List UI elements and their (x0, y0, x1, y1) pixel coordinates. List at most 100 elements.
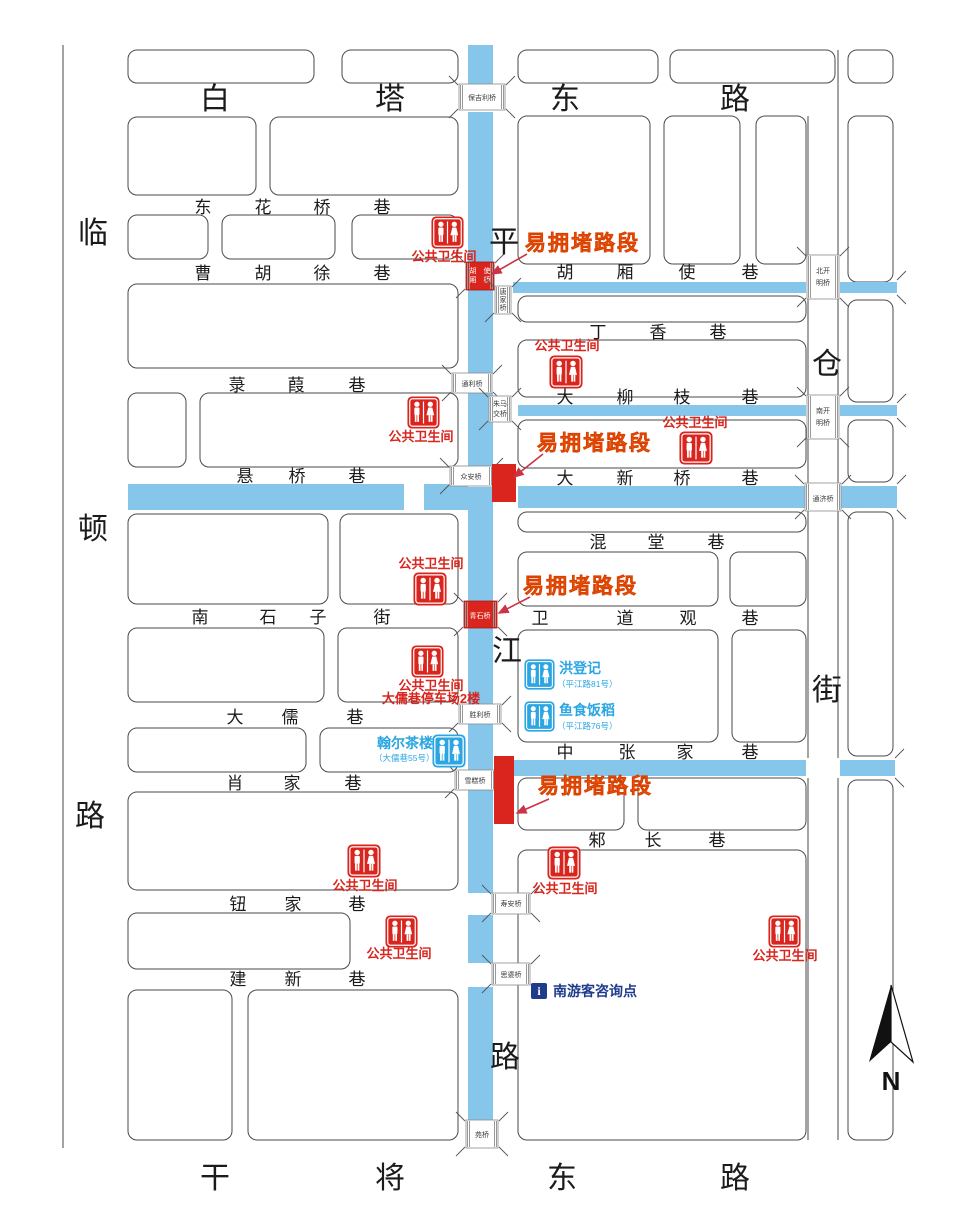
city-block (637, 777, 807, 831)
bridge-hatch (448, 108, 459, 119)
bridge-label: 通济桥 (813, 494, 834, 503)
poi-name: 鱼食饭稻 (559, 702, 615, 718)
public-toilet-label: 公共卫生间 (532, 881, 597, 896)
road-label: 塔 (375, 83, 405, 116)
info-point-icon (531, 983, 547, 999)
lane-label: 巷 (374, 198, 391, 217)
lane-label: 巷 (708, 533, 725, 552)
road-label: 平 (489, 226, 519, 259)
lane-label: 巷 (347, 708, 364, 727)
bridge-hatch (439, 484, 450, 495)
river-segment (468, 724, 493, 770)
lane-label: 新 (617, 469, 634, 488)
lane-label: 观 (680, 609, 697, 628)
bridge-hatch (453, 626, 464, 637)
bridge-label: 苑桥 (475, 1130, 489, 1139)
bridge-hatch (455, 288, 466, 299)
lane-label: 巷 (710, 323, 727, 342)
road-label: 江 (492, 635, 522, 668)
congestion-arrow (497, 596, 531, 614)
canal-hatch (896, 417, 907, 428)
bridge: 唐家桥 (484, 277, 522, 323)
city-block (127, 392, 187, 468)
bridge: 通济桥 (794, 474, 852, 520)
city-block (269, 116, 459, 196)
lane-label: 长 (645, 831, 662, 850)
river-segment (468, 45, 493, 84)
lane-label: 大 (557, 469, 574, 488)
poi-toilet-icon (432, 734, 466, 768)
congestion-segment (494, 756, 514, 824)
lane-label: 张 (619, 743, 636, 762)
public-toilet-icon (431, 216, 464, 249)
bridge: 胜利桥 (448, 695, 512, 733)
city-block (847, 419, 894, 483)
bridge-hatch (448, 695, 459, 706)
public-toilet-label: 公共卫生间 (388, 429, 453, 444)
canal-segment (513, 760, 806, 776)
river-segment (468, 487, 493, 601)
bridge-hatch (511, 420, 522, 431)
public-toilet-icon (679, 431, 713, 465)
poi-toilet-icon (524, 659, 555, 690)
canal-segment (518, 405, 806, 416)
congestion-arrow (515, 798, 550, 814)
bridge-hatch (444, 788, 455, 799)
bridge-hatch (511, 277, 522, 288)
city-block (127, 989, 233, 1141)
bridge-hatch (497, 626, 508, 637)
congestion-arrow (490, 253, 528, 275)
bridge-hatch (453, 592, 464, 603)
bridge-label: 交桥 (493, 409, 507, 418)
city-block (847, 49, 894, 84)
bridge-label: 胡 (470, 266, 477, 275)
public-toilet-label: 公共卫生间 (411, 249, 476, 264)
lane-label: 大 (557, 388, 574, 407)
lane-label: 曹 (195, 264, 212, 283)
bridge-hatch (796, 386, 807, 397)
bridge-hatch (530, 884, 541, 895)
lane-label: 柳 (617, 388, 634, 407)
city-block (847, 115, 894, 283)
lane-label: 东 (195, 198, 212, 217)
bridge-hatch (492, 364, 503, 375)
road-label: 将 (375, 1162, 405, 1195)
canal-segment (840, 282, 897, 293)
public-toilet-icon (549, 355, 583, 389)
bridge-hatch (481, 983, 492, 994)
bridge: 通利桥 (441, 364, 503, 402)
city-block (199, 392, 459, 468)
bridge-label: 寿安桥 (501, 899, 522, 908)
bridge-label: 厢 (470, 276, 477, 284)
bridge-hatch (481, 912, 492, 923)
bridge-hatch (505, 75, 516, 86)
lane-label: 巷 (349, 970, 366, 989)
canal-segment (840, 760, 895, 776)
bridge-hatch (511, 387, 522, 398)
lane-label: 巷 (742, 388, 759, 407)
lane-label: 新 (285, 970, 302, 989)
city-block (847, 511, 894, 757)
public-toilet-icon (347, 844, 381, 878)
bridge-hatch (839, 297, 850, 308)
lane-label: 菉 (229, 376, 246, 395)
city-block (127, 214, 209, 260)
city-block (517, 849, 807, 1141)
river-segment (468, 628, 493, 704)
bridge-label: 朱马 (493, 399, 507, 408)
lane-label: 厢 (617, 263, 634, 282)
lane-label: 巷 (349, 376, 366, 395)
congestion-label: 易拥堵路段 (525, 231, 640, 255)
info-point-label: 南游客咨询点 (553, 983, 637, 1000)
public-toilet-icon (547, 846, 581, 880)
river-segment (468, 790, 493, 893)
bridge-label: 桥 (500, 303, 507, 312)
lane-label: 肖 (227, 774, 244, 793)
canal-hatch (896, 474, 907, 485)
canal-hatch (894, 748, 905, 759)
bridge: 保吉利桥 (448, 75, 516, 119)
bridge-hatch (841, 474, 852, 485)
bridge-hatch (530, 954, 541, 965)
bridge-label: 使 (484, 266, 491, 275)
